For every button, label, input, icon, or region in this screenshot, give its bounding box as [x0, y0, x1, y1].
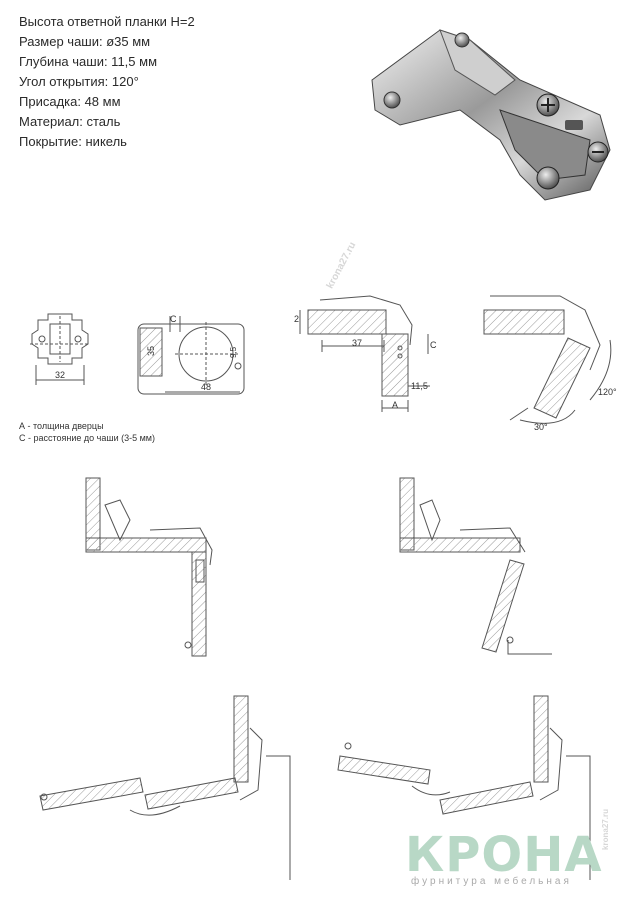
spec-strike-height: Высота ответной планки H=2	[19, 14, 195, 29]
dim-35: 35	[146, 346, 156, 356]
dim-48: 48	[201, 382, 211, 392]
dim-a: A	[392, 400, 398, 410]
install-diagram-3	[39, 695, 291, 880]
dim-37: 37	[352, 338, 362, 348]
spec-drilling: Присадка: 48 мм	[19, 94, 121, 109]
mounting-plate-drawing	[30, 313, 90, 385]
hinge-photo	[371, 29, 611, 201]
cup-bore-drawing	[137, 316, 245, 395]
spec-cup-size: Размер чаши: ø35 мм	[19, 34, 151, 49]
install-diagram-1	[85, 477, 213, 657]
brand-block: КРОНА фурнитура мебельная	[405, 830, 603, 887]
install-diagram-4	[337, 695, 591, 880]
dim-11-5: 11,5	[411, 381, 428, 391]
spec-material: Материал: сталь	[19, 114, 121, 129]
spec-opening-angle: Угол открытия: 120°	[19, 74, 139, 89]
opening-angle-drawing	[483, 295, 612, 424]
install-diagram-2	[399, 477, 552, 655]
brand-logo: КРОНА	[405, 827, 603, 883]
spec-finish: Покрытие: никель	[19, 134, 127, 149]
spec-cup-depth: Глубина чаши: 11,5 мм	[19, 54, 158, 69]
angle-120: 120°	[598, 387, 617, 397]
dim-2: 2	[294, 314, 299, 324]
dim-9-5: 9,5	[229, 346, 238, 358]
legend-a: А - толщина дверцы	[19, 421, 104, 431]
dim-c: C	[170, 314, 177, 324]
spec-list: Высота ответной планки H=2 Размер чаши: …	[19, 12, 195, 152]
dim-c-section: C	[430, 340, 437, 350]
dim-32: 32	[55, 370, 65, 380]
section-drawing	[299, 295, 430, 412]
angle-30: 30°	[534, 422, 548, 432]
legend: А - толщина дверцы С - расстояние до чаш…	[19, 420, 155, 444]
legend-c: С - расстояние до чаши (3-5 мм)	[19, 433, 155, 443]
brand-tagline: фурнитура мебельная	[411, 876, 572, 887]
